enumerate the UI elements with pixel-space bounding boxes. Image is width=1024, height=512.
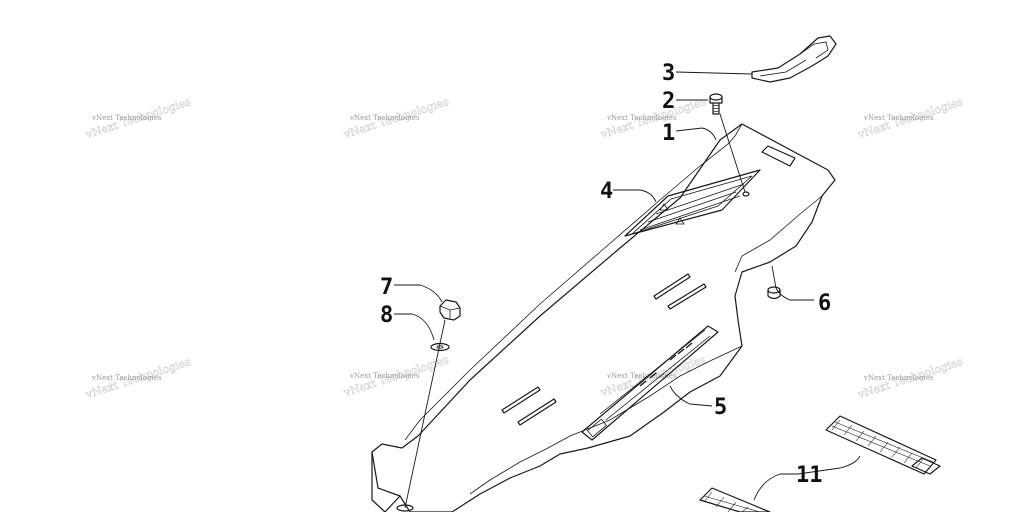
bolt-head-side (709, 96, 723, 104)
leader-line-4 (613, 189, 657, 203)
callout-7: 7 (380, 275, 393, 300)
watermark-text: vNext Technologies (349, 114, 420, 122)
watermark-6: vNext Technologies vNext Technologies (341, 353, 451, 400)
label-strip-barcode (639, 342, 693, 387)
leader-line-11 (797, 455, 861, 475)
watermark-8: vNext Technologies vNext Technologies (855, 355, 965, 402)
skid-plate-top-slot (761, 145, 796, 167)
bolt-thread (712, 104, 720, 113)
skid-plate-vent-slots-lower (501, 386, 557, 426)
watermark-text: vNext Technologies (606, 114, 677, 122)
watermark-text: vNext Technologies (606, 372, 677, 380)
callout-11: 11 (796, 463, 823, 488)
watermark-2: vNext Technologies vNext Technologies (341, 95, 451, 142)
grommet-body (767, 289, 781, 300)
skid-plate-side-fold (734, 195, 823, 273)
callout-1: 1 (662, 121, 675, 146)
watermark-1: vNext Technologies vNext Technologies (83, 95, 193, 142)
skid-plate-mount-hole (742, 191, 750, 197)
callout-8: 8 (380, 303, 393, 328)
leader-line-6 (771, 265, 814, 301)
callout-5: 5 (714, 395, 727, 420)
watermark-5: vNext Technologies vNext Technologies (83, 355, 193, 402)
warning-triangle-icon (659, 203, 669, 211)
warning-decal-line (639, 195, 741, 231)
leader-line-2-axis (719, 113, 746, 193)
nut-outline (439, 299, 461, 321)
leader-line-1 (675, 127, 717, 141)
bolt-part (709, 93, 723, 115)
warning-decal-part (624, 169, 761, 237)
skid-plate-lower-fold (469, 345, 743, 495)
warning-triangle-icon (675, 217, 685, 225)
callout-labels: 1 2 3 4 5 6 7 8 11 (380, 61, 831, 488)
grip-strip-upper-tab (911, 457, 941, 475)
warning-decal-line (647, 191, 737, 223)
watermark-text: vNext Technologies (91, 114, 162, 122)
grip-strip-upper (825, 415, 937, 475)
bracket-clip-part (751, 35, 837, 83)
label-strip-text-line (605, 335, 711, 421)
skid-plate-top-edge (404, 123, 743, 441)
label-strip-part (581, 325, 719, 441)
label-strip-text-line (599, 329, 706, 415)
bracket-clip-edge (759, 59, 807, 77)
watermark-text: vNext Technologies (349, 372, 420, 380)
nut-facets (439, 305, 461, 318)
grommet-part (767, 286, 781, 300)
watermark-3: vNext Technologies vNext Technologies (598, 95, 708, 142)
grip-strip-lower (699, 487, 771, 512)
leader-lines (394, 71, 861, 509)
skid-plate-outline (371, 123, 836, 512)
callout-3: 3 (662, 61, 675, 86)
bracket-clip-outline (751, 35, 837, 83)
washer-hole (436, 345, 444, 349)
leader-line-11-lower (753, 473, 798, 501)
watermark-text: vNext Technologies (863, 114, 934, 122)
leader-line-5 (669, 385, 713, 407)
bolt-head (709, 93, 723, 101)
skid-plate-nose (371, 451, 401, 512)
skid-plate-vent-slots-upper (653, 273, 707, 310)
callout-4: 4 (600, 179, 613, 204)
watermark-text: vNext Technologies (863, 374, 934, 382)
grip-strip-upper-texture (831, 419, 934, 469)
skid-plate-front-hole (396, 504, 414, 512)
label-strip-logo (586, 418, 608, 438)
watermark-4: vNext Technologies vNext Technologies (855, 95, 965, 142)
bolt-shank (712, 102, 720, 115)
grip-strip-lower-texture (703, 491, 761, 512)
leader-line-7-8-axis (404, 319, 446, 509)
bracket-clip-inner (799, 41, 829, 59)
leader-line-7 (394, 284, 443, 303)
leader-line-8 (394, 313, 435, 341)
callout-6: 6 (818, 291, 831, 316)
watermark-text: vNext Technologies (91, 374, 162, 382)
callout-2: 2 (662, 89, 675, 114)
leader-line-3 (675, 71, 753, 75)
nut-part (439, 299, 461, 321)
warning-decal-line (655, 183, 745, 215)
skid-plate-part (371, 123, 836, 512)
warning-decal-outline (624, 169, 761, 237)
watermarks: vNext Technologies vNext Technologies vN… (83, 95, 965, 402)
grip-strip-part (699, 415, 941, 512)
warning-decal-border (631, 175, 753, 235)
